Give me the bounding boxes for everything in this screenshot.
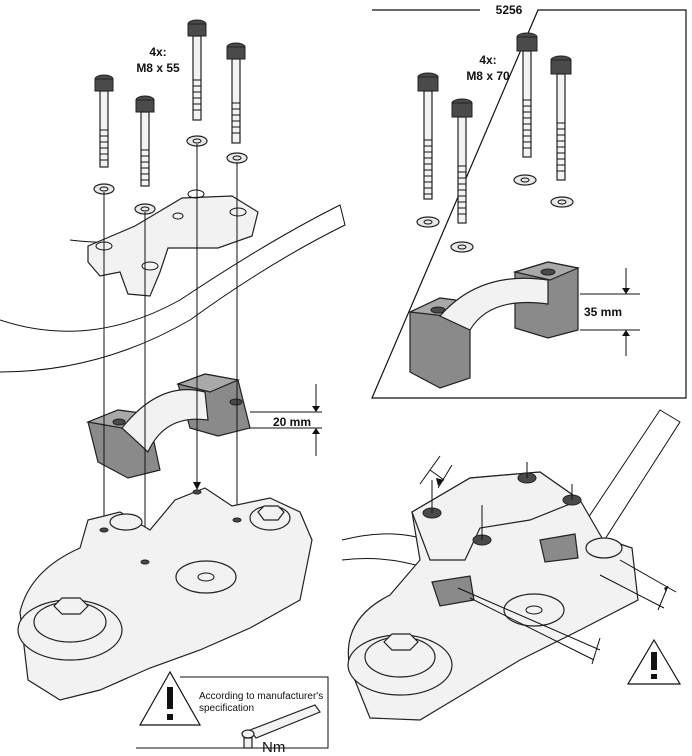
inset-bolt-size: M8 x 70	[466, 69, 510, 83]
torque-note-line2: specification	[199, 703, 254, 714]
warning-icon	[626, 638, 682, 685]
washer	[416, 216, 440, 228]
inset-bolt	[516, 32, 538, 158]
main-riser-block	[85, 373, 251, 479]
washer	[550, 196, 574, 208]
torque-note-line1: According to manufacturer's	[199, 691, 323, 702]
inset-height-dimension	[580, 268, 640, 356]
measurement-lines	[419, 455, 677, 665]
assembled-view	[341, 409, 682, 721]
part-number: 5256	[496, 3, 523, 17]
inset-bolt-qty: 4x:	[479, 53, 496, 67]
inset-riser-block	[407, 261, 581, 389]
inset-bolt	[451, 98, 473, 224]
main-bolt	[187, 19, 207, 121]
torque-warning	[136, 670, 329, 749]
inset-bolt	[550, 55, 572, 181]
main-bolt	[226, 42, 246, 144]
inset-riser-height: 35 mm	[584, 305, 622, 319]
main-height-dimension	[250, 384, 322, 456]
main-bolt-qty: 4x:	[149, 45, 166, 59]
triple-clamp	[17, 487, 313, 701]
inset-bolt	[417, 72, 439, 200]
washer	[513, 174, 537, 186]
washer	[450, 241, 474, 253]
torque-wrench-icon	[241, 704, 321, 749]
washer	[226, 152, 248, 164]
upper-clamp	[87, 189, 259, 297]
main-riser-height: 20 mm	[273, 415, 311, 429]
torque-unit: Nm	[262, 739, 285, 756]
inset-kit-panel: 5256 4x: M8 x 70	[371, 3, 687, 399]
main-bolt-size: M8 x 55	[136, 61, 180, 75]
assembly-guide-lines	[100, 144, 241, 560]
main-bolt	[135, 95, 155, 187]
main-bolt	[94, 74, 114, 168]
